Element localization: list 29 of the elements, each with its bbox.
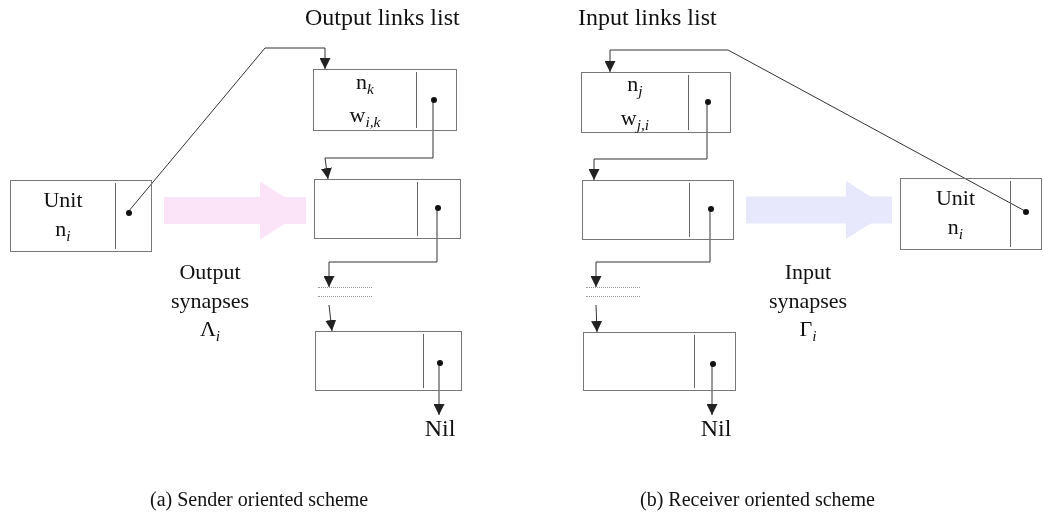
list-record-box <box>313 69 457 131</box>
node-label: n$_{k}$ <box>356 67 374 100</box>
node-label: w$_{j,i}$ <box>620 103 650 135</box>
list-record-box <box>314 179 461 239</box>
arrow <box>604 49 1026 212</box>
subfigure-caption: (b) Receiver oriented scheme <box>640 487 876 512</box>
arrow <box>325 304 337 332</box>
arrow <box>127 47 331 213</box>
node-label: n$_{i}$ <box>947 213 964 245</box>
list-record-box <box>582 180 734 240</box>
node-label: n$_{j}$ <box>627 70 643 102</box>
list-record-box <box>900 178 1042 250</box>
list-heading: Input links list <box>578 3 718 32</box>
list-record-box <box>581 72 731 133</box>
list-heading: Output links list <box>305 3 461 32</box>
nil-label: Nil <box>414 415 466 441</box>
subfigure-caption: (a) Sender oriented scheme <box>150 487 370 512</box>
node-label: Unit <box>935 183 976 212</box>
arrow-caption: Output synapses Λ$_{i}$ <box>169 258 251 347</box>
list-record-box <box>315 331 462 391</box>
list-record-box <box>583 332 736 391</box>
list-record-box <box>10 180 152 252</box>
arrow-caption: Input synapses Γ$_{i}$ <box>767 258 849 347</box>
node-label: n$_{i}$ <box>55 215 71 247</box>
nil-label: Nil <box>690 415 742 441</box>
node-label: Unit <box>43 185 83 214</box>
node-label: w$_{i,k}$ <box>349 101 381 133</box>
arrow <box>591 304 603 333</box>
block-arrow <box>164 181 306 240</box>
